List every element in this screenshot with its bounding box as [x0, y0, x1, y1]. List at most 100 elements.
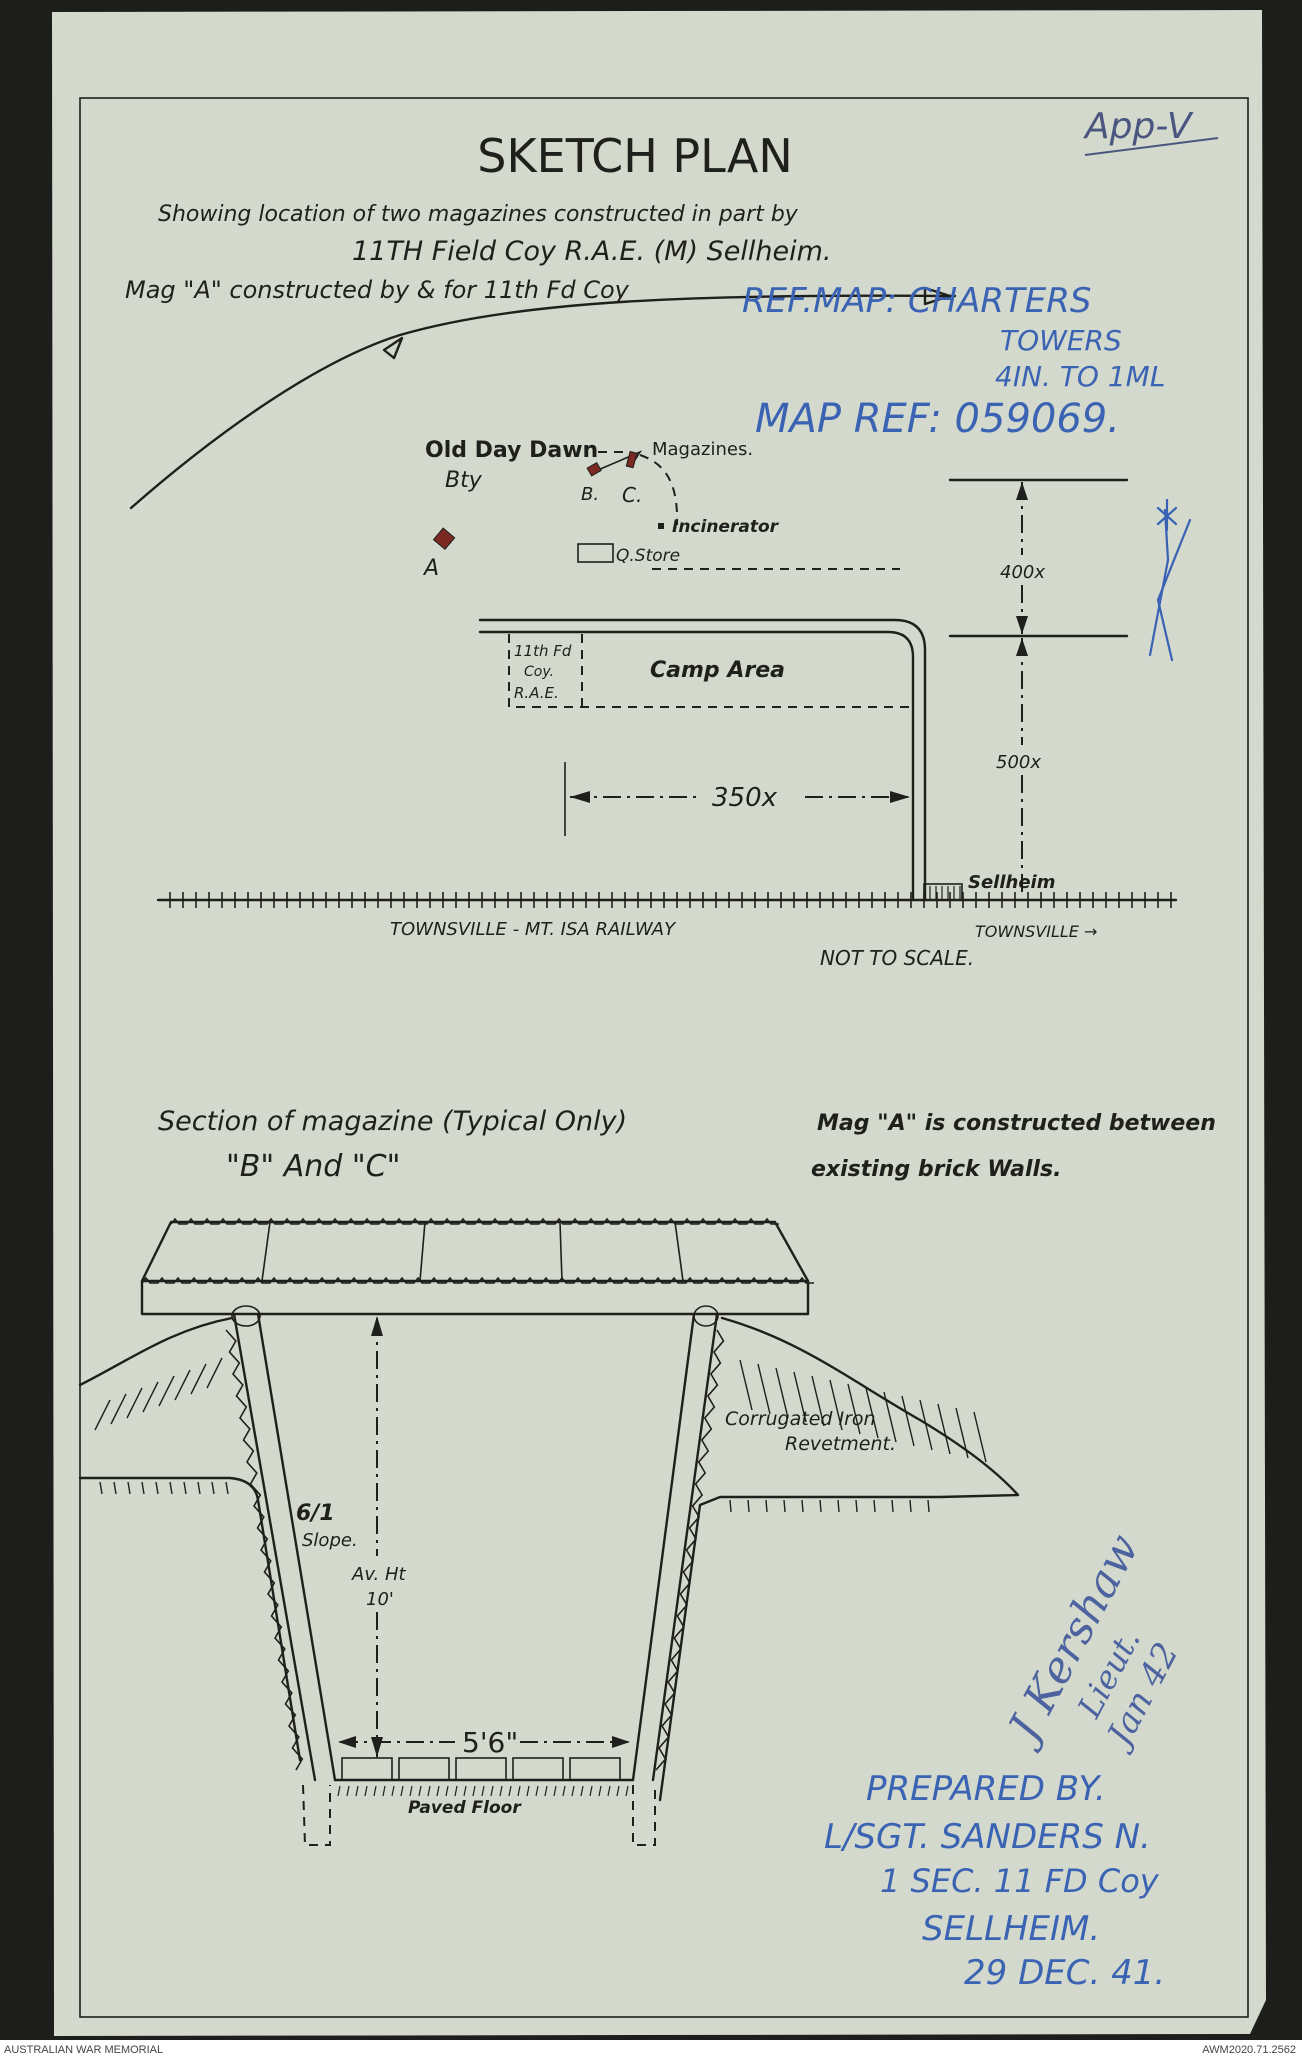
hatch-stroke — [883, 1391, 897, 1443]
hatch-stroke — [616, 1785, 620, 1797]
hatch-stroke — [927, 1499, 930, 1513]
magazine-a-marker — [432, 527, 456, 550]
hatch-stroke — [625, 1785, 629, 1797]
hatch-stroke — [142, 1381, 159, 1413]
prepared-line-3: 1 SEC. 11 FD Coy — [880, 1862, 1160, 1900]
hatch-stroke — [757, 1363, 771, 1415]
dimension-arrowheads — [1016, 482, 1028, 656]
app-ref: App-V — [1083, 106, 1194, 147]
hatch-stroke — [463, 1785, 467, 1797]
hatch-stroke — [544, 1785, 548, 1797]
prepared-line-2: L/SGT. SANDERS N. — [824, 1817, 1151, 1857]
hatch-stroke — [801, 1499, 804, 1513]
sellheim-station — [923, 883, 963, 901]
border-frame — [79, 97, 1249, 2018]
section-heading-1: Section of magazine (Typical Only) — [158, 1106, 627, 1137]
hatch-stroke — [382, 1785, 386, 1797]
magazine-b-marker — [586, 461, 602, 477]
hatch-stroke — [110, 1393, 127, 1425]
ref-map-line-2: TOWERS — [1000, 324, 1122, 357]
hatch-stroke — [373, 1785, 377, 1797]
hatch-stroke — [747, 1499, 750, 1513]
hatch-stroke — [571, 1785, 575, 1797]
prepared-line-1: PREPARED BY. — [866, 1769, 1106, 1809]
q-store-building — [577, 543, 614, 563]
old-day-dawn-bty-label: Bty — [445, 468, 483, 493]
hatch-stroke — [607, 1785, 611, 1797]
corrugated-label-1: Corrugated Iron — [725, 1408, 876, 1430]
hatch-stroke — [454, 1785, 458, 1797]
coy-label-1: 11th Fd — [514, 642, 572, 660]
app-ref-underline — [1084, 137, 1219, 156]
hatch-stroke — [909, 1499, 912, 1513]
hatch-stroke — [517, 1785, 521, 1797]
hatch-stroke — [562, 1785, 566, 1797]
coy-label-3: R.A.E. — [514, 684, 559, 702]
hatch-stroke — [729, 1499, 732, 1513]
railway-ties — [169, 892, 1172, 908]
road-inner — [478, 630, 915, 902]
path-to-incinerator — [639, 454, 679, 526]
hatch-stroke — [765, 1499, 768, 1513]
mag-a-note-2: existing brick Walls. — [811, 1157, 1062, 1182]
hatch-stroke — [847, 1383, 861, 1435]
hatch-stroke — [364, 1785, 368, 1797]
hatch-stroke — [472, 1785, 476, 1797]
hatch-stroke — [873, 1499, 876, 1513]
height-label-1: Av. Ht — [351, 1564, 406, 1585]
road-outer — [478, 618, 927, 902]
hatch-stroke — [169, 1481, 173, 1495]
prepared-line-4: SELLHEIM. — [922, 1909, 1100, 1949]
hatch-stroke — [955, 1407, 969, 1459]
hatch-stroke — [553, 1785, 557, 1797]
hatch-stroke — [183, 1481, 187, 1495]
hatch-stroke — [206, 1357, 223, 1389]
dimension-400-label: 400x — [1000, 562, 1045, 583]
hatch-stroke — [901, 1395, 915, 1447]
institution-credit: AUSTRALIAN WAR MEMORIAL — [4, 2044, 164, 2056]
ref-map-line-3: 4IN. TO 1ML — [995, 360, 1165, 393]
hatch-stroke — [499, 1785, 503, 1797]
floor-paver — [341, 1757, 393, 1781]
hatch-stroke — [126, 1387, 143, 1419]
hatch-stroke — [973, 1411, 987, 1463]
hatch-stroke — [598, 1785, 602, 1797]
mag-a-note-1: Mag "A" is constructed between — [817, 1111, 1216, 1136]
hatch-stroke — [99, 1481, 103, 1495]
hatch-stroke — [174, 1369, 191, 1401]
floor-paver — [398, 1757, 450, 1781]
dimension-350-label: 350x — [712, 783, 778, 813]
hatch-stroke — [865, 1387, 879, 1439]
dimension-500-label: 500x — [996, 752, 1041, 773]
magazine-b-label: B. — [581, 484, 599, 505]
north-arrow-icon — [1148, 498, 1192, 662]
hatch-stroke — [508, 1785, 512, 1797]
sellheim-label: Sellheim — [968, 872, 1055, 893]
hatch-stroke — [829, 1379, 843, 1431]
hatch-stroke — [225, 1481, 229, 1495]
townsville-label: TOWNSVILLE → — [975, 922, 1097, 941]
hatch-stroke — [445, 1785, 449, 1797]
hatch-stroke — [783, 1499, 786, 1513]
hatch-stroke — [589, 1785, 593, 1797]
approach-track — [129, 294, 957, 510]
hatch-stroke — [113, 1481, 117, 1495]
camp-area-label: Camp Area — [650, 658, 785, 683]
hatch-stroke — [127, 1481, 131, 1495]
hatch-stroke — [155, 1481, 159, 1495]
magazine-c-label: C. — [622, 483, 642, 507]
prepared-line-5: 29 DEC. 41. — [964, 1953, 1165, 1993]
hatch-stroke — [580, 1785, 584, 1797]
station-hatch — [929, 886, 961, 900]
hatch-stroke — [211, 1481, 215, 1495]
hatch-stroke — [535, 1785, 539, 1797]
railway-label: TOWNSVILLE - MT. ISA RAILWAY — [390, 919, 677, 940]
floor-paver — [455, 1757, 507, 1781]
hatch-stroke — [346, 1785, 350, 1797]
arrowhead-icon — [382, 336, 404, 360]
hatch-stroke — [409, 1785, 413, 1797]
hatch-stroke — [819, 1499, 822, 1513]
hatch-stroke — [158, 1375, 175, 1407]
magazines-label: Magazines. — [652, 439, 753, 460]
